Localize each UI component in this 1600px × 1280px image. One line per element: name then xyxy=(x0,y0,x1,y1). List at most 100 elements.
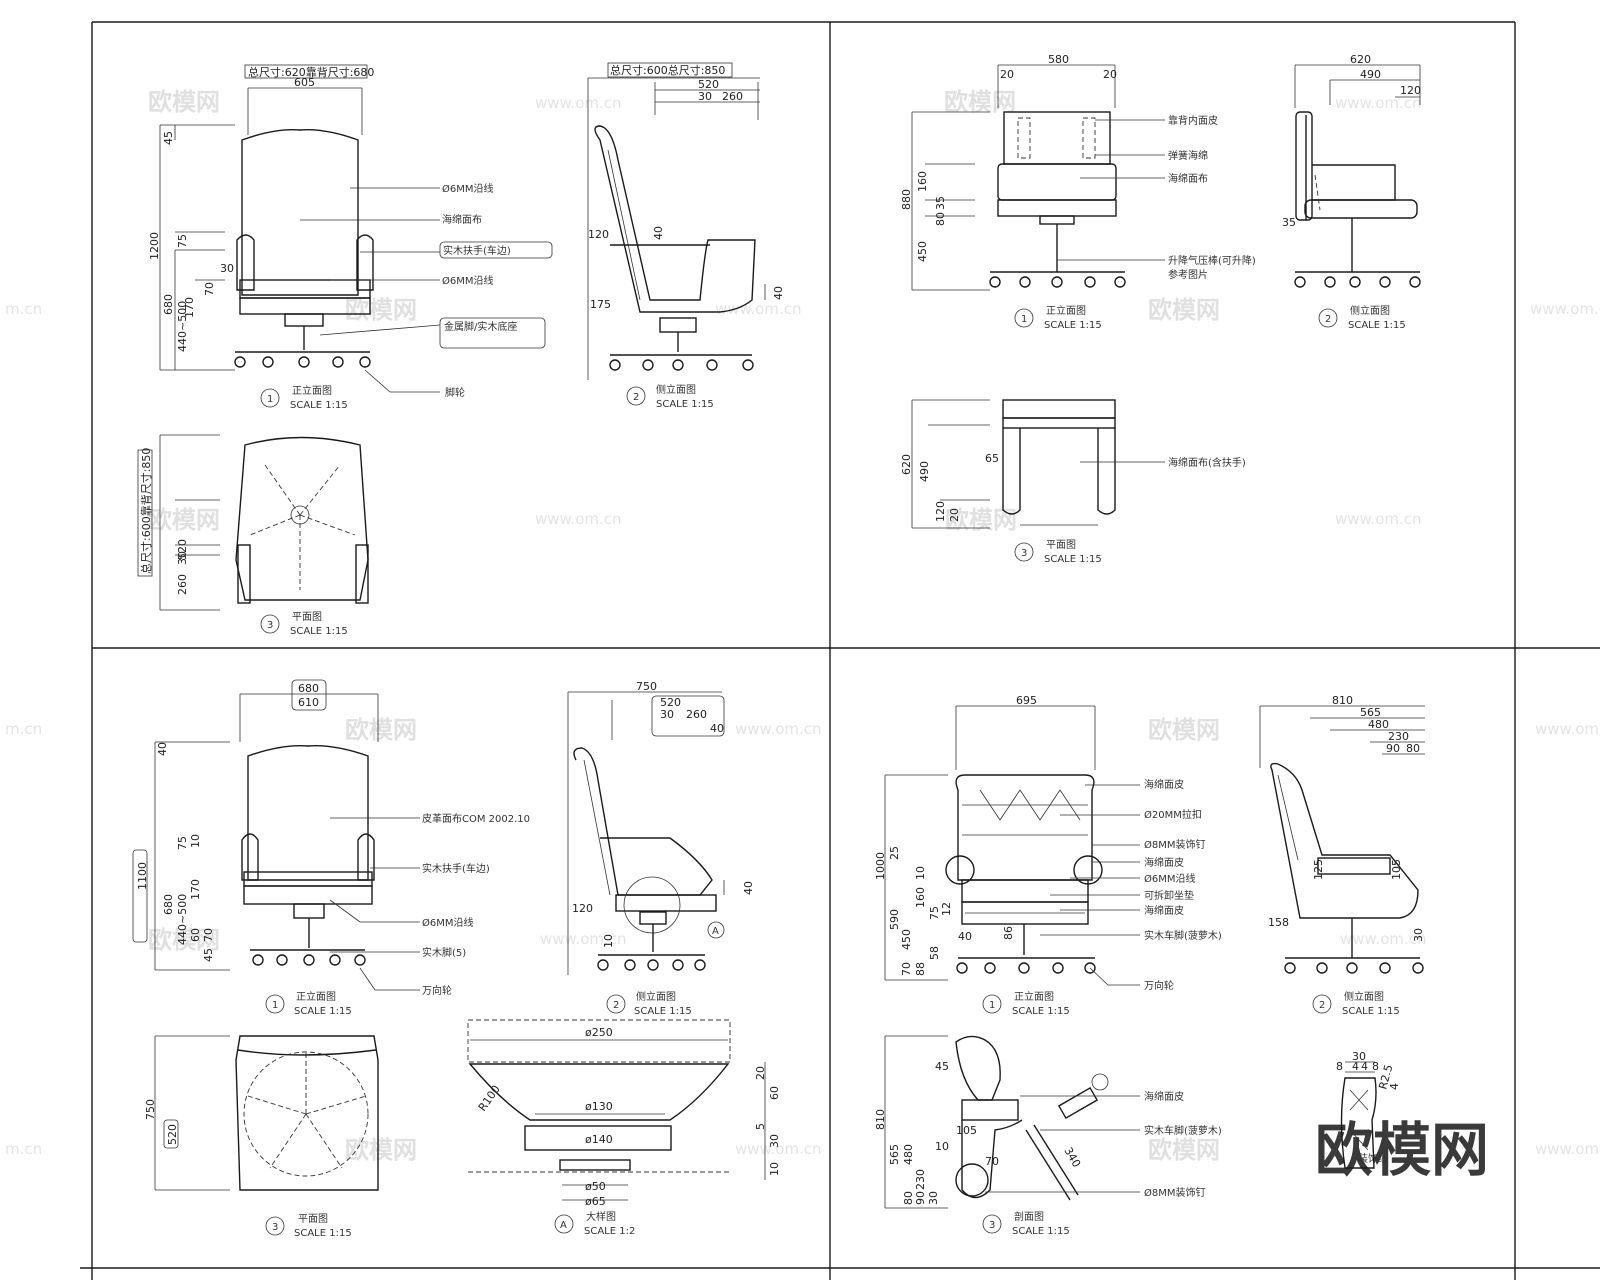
dim-label: 5 xyxy=(754,1123,767,1130)
dim-label: 810 xyxy=(1332,694,1353,707)
dim-label: 30 xyxy=(698,90,712,103)
view-number: 3 xyxy=(267,620,273,631)
view-scale: SCALE 1:15 xyxy=(290,400,348,411)
dim-label: 20 xyxy=(1000,68,1014,81)
callout: 海绵面布 xyxy=(1168,172,1208,185)
wm-url: www.om.cn xyxy=(1530,300,1600,318)
panel-top-right: 580 20 20 880 160 35 80 xyxy=(900,53,1421,565)
dim-label: 75 xyxy=(176,234,189,248)
dim-label: 695 xyxy=(1016,694,1037,707)
wm-url: www.om.cn xyxy=(1335,94,1422,112)
tl-front-view: 总尺寸:620靠背尺寸:680 605 45 1200 xyxy=(148,64,553,411)
view-title: 侧立面图 xyxy=(636,990,676,1003)
callout: Ø6MM沿线 xyxy=(422,916,474,929)
dim-label: 75 xyxy=(176,836,189,850)
dim-label: 8 xyxy=(1336,1060,1343,1073)
callout: 海绵面皮 xyxy=(1144,904,1184,917)
view-number: 1 xyxy=(272,1000,278,1011)
dim-label: 8 xyxy=(1372,1060,1379,1073)
dim-label: 230 xyxy=(914,1169,927,1190)
view-title: 剖面图 xyxy=(1014,1210,1044,1223)
dim-label: 480 xyxy=(1368,718,1389,731)
callout: 万向轮 xyxy=(422,984,452,997)
callout: 升降气压棒(可升降) xyxy=(1168,254,1256,267)
dim-label: 520 xyxy=(660,696,681,709)
dim-label: 160 xyxy=(916,171,929,192)
dim-label: 340 xyxy=(1061,1145,1083,1170)
wm-url: m.cn xyxy=(5,300,42,318)
panel-top-left: 总尺寸:620靠背尺寸:680 605 45 1200 xyxy=(137,62,785,637)
dim-label: 70 xyxy=(985,1155,999,1168)
dim-label: 80 xyxy=(934,212,947,226)
dim-label: 440~500 xyxy=(176,894,189,945)
dim-label: 70 xyxy=(203,282,216,296)
view-number: 2 xyxy=(633,392,639,403)
callout: 参考图片 xyxy=(1168,268,1208,281)
view-number: 1 xyxy=(267,394,273,405)
callout: 海绵面皮 xyxy=(1144,1090,1184,1103)
callout: Ø8MM装饰钉 xyxy=(1144,838,1206,851)
view-number: 1 xyxy=(989,1000,995,1011)
dim-label: 680 xyxy=(298,682,319,695)
dim-label: 40 xyxy=(742,881,755,895)
wm-brand: 欧模网 xyxy=(148,926,220,954)
view-number: 2 xyxy=(1319,1000,1325,1011)
callout: 海绵面皮 xyxy=(1144,778,1184,791)
dim-label: 105 xyxy=(956,1124,977,1137)
callout: Ø6MM沿线 xyxy=(1144,872,1196,885)
panel-bottom-right: 695 1000 25 590 160 10 xyxy=(874,694,1425,1237)
dim-label: 10 xyxy=(914,866,927,880)
view-title: 侧立面图 xyxy=(1350,304,1390,317)
dim-label: 45 xyxy=(202,948,215,962)
view-scale: SCALE 1:15 xyxy=(294,1006,352,1017)
dim-label: 105 xyxy=(1390,859,1403,880)
dim-label: 520 xyxy=(166,1124,179,1145)
view-scale: SCALE 1:15 xyxy=(294,1228,352,1239)
bl-detail-view: ø250 R100 ø130 ø140 ø50 ø65 20 60 5 30 1… xyxy=(467,1019,781,1237)
view-number: 3 xyxy=(989,1220,995,1231)
dim-label: 4 xyxy=(1361,1060,1368,1073)
dim-label: 60 xyxy=(768,1086,781,1100)
profile-title: 装饰线 xyxy=(1358,1152,1388,1165)
callout: 靠背内面皮 xyxy=(1168,114,1218,127)
dim-label: 170 xyxy=(183,297,196,318)
wm-url: www.om.cn xyxy=(1535,1140,1600,1158)
callout-caster: 脚轮 xyxy=(445,386,465,399)
wm-url: www.om.cn xyxy=(735,1140,822,1158)
view-title: 平面图 xyxy=(1046,539,1076,551)
dim-label: 60 xyxy=(189,928,202,942)
wm-brand: 欧模网 xyxy=(345,1136,417,1164)
wm-url: www.om.cn xyxy=(1535,720,1600,738)
dim-label: 480 xyxy=(902,1144,915,1165)
wm-brand: 欧模网 xyxy=(945,506,1017,534)
bl-side-view: 750 520 30 260 40 120 40 10 A xyxy=(567,680,755,1017)
view-number: 3 xyxy=(272,1222,278,1233)
dim-label: 160 xyxy=(914,887,927,908)
callout: 海绵面布(含扶手) xyxy=(1168,456,1246,469)
dim-label: ø250 xyxy=(585,1026,613,1039)
dim-label: 680 xyxy=(162,894,175,915)
view-scale: SCALE 1:15 xyxy=(1012,1226,1070,1237)
dim-label: 45 xyxy=(162,131,175,145)
dim-label: 10 xyxy=(935,1140,949,1153)
view-scale: SCALE 1:15 xyxy=(1012,1006,1070,1017)
dim-label: 30 xyxy=(768,1134,781,1148)
dim-label: 25 xyxy=(888,846,901,860)
tl-side-view: 总尺寸:600总尺寸:850 520 30 260 120 40 175 xyxy=(587,62,785,410)
dim-label: 450 xyxy=(916,241,929,262)
dim-label: 590 xyxy=(888,909,901,930)
br-front-view: 695 1000 25 590 160 10 xyxy=(874,694,1222,1017)
tl-plan-view: 总尺寸:600靠背尺寸:850 520 30 260 3 平面图 SCALE 1… xyxy=(137,434,369,637)
wm-url: www.om.cn xyxy=(540,930,627,948)
callout: Ø20MM拉扣 xyxy=(1144,808,1202,821)
dim-label: R100 xyxy=(476,1083,503,1114)
dim-label: 440~500 xyxy=(176,301,189,352)
dim-label: 170 xyxy=(189,879,202,900)
view-title: 正立面图 xyxy=(292,384,332,397)
dim-label: 565 xyxy=(888,1144,901,1165)
dim-label: R2.5 xyxy=(1376,1063,1395,1091)
view-number: 2 xyxy=(1325,314,1331,325)
dim-label: 40 xyxy=(652,226,665,240)
dim-label: 40 xyxy=(772,286,785,300)
